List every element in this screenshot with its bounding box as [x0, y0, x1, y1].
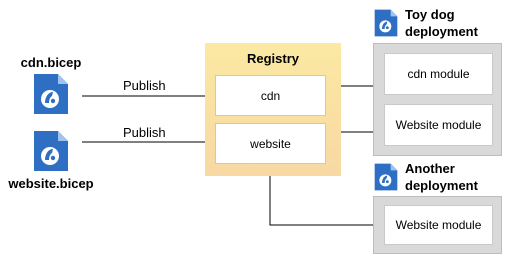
deployment-title-line: deployment — [405, 178, 478, 193]
bicep-file-icon — [34, 131, 68, 171]
another-website-to-registry-arrow — [266, 167, 384, 226]
deployment-title-line: Toy dog — [405, 7, 455, 22]
another-website-module: Website module — [384, 205, 493, 245]
registry-module-website: website — [215, 123, 326, 164]
bicep-file-icon — [374, 9, 398, 37]
bicep-file-icon — [374, 163, 398, 191]
deployment-title-line: Another — [405, 161, 455, 176]
registry-title: Registry — [246, 51, 300, 66]
registry-module-cdn: cdn — [215, 75, 326, 116]
toy-dog-website-module: Website module — [384, 104, 493, 146]
publish-cdn-label: Publish — [123, 78, 166, 93]
deployment-title-line: deployment — [405, 24, 478, 39]
publish-website-label: Publish — [123, 125, 166, 140]
bicep-file-icon — [34, 74, 68, 114]
cdn-bicep-label: cdn.bicep — [20, 55, 82, 70]
another-deployment-title: Another deployment — [405, 160, 478, 194]
website-bicep-label: website.bicep — [8, 176, 94, 191]
toy-dog-cdn-module: cdn module — [384, 53, 493, 95]
toy-dog-deployment-title: Toy dog deployment — [405, 6, 478, 40]
